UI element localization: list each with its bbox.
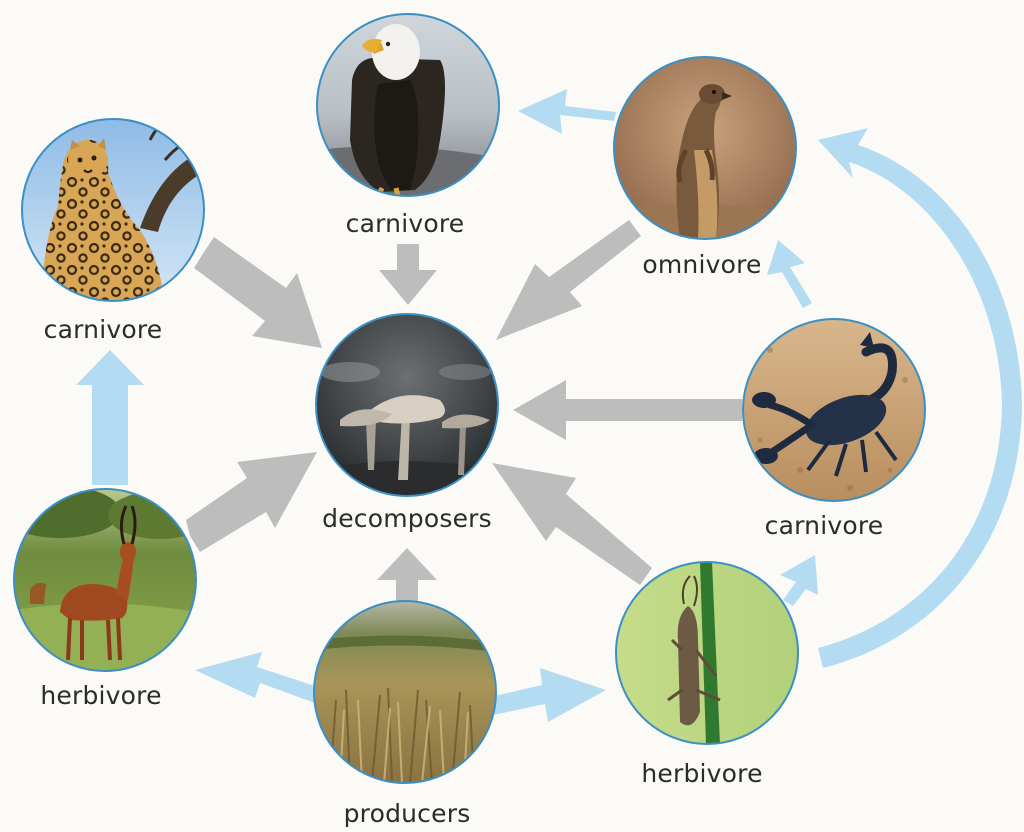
grass-node [314, 601, 496, 783]
arrow-grasshopper-to-scorpion [780, 555, 818, 606]
impala-label: herbivore [40, 681, 161, 710]
grasshopper-label: herbivore [641, 759, 762, 788]
impala-node [0, 486, 212, 671]
scorpion-node [743, 319, 925, 501]
arrow-grasshopper-to-decomposers [492, 463, 652, 585]
arrow-leopard-to-decomposers [194, 237, 322, 348]
arrow-impala-to-decomposers [186, 452, 317, 552]
leopard-label: carnivore [44, 315, 163, 344]
meerkat-node [614, 57, 796, 239]
decomposers-label: decomposers [322, 504, 492, 533]
arrow-grass-to-decomposers [377, 548, 437, 602]
eagle-label: carnivore [346, 209, 465, 238]
eagle-node [317, 14, 499, 196]
arrow-impala-to-leopard [76, 350, 144, 485]
arrow-meerkat-to-eagle [518, 89, 616, 134]
arrow-scorpion-to-decomposers [513, 380, 742, 440]
grasshopper-node [616, 562, 798, 744]
meerkat-label: omnivore [642, 250, 761, 279]
arrow-meerkat-to-decomposers [496, 220, 641, 340]
arrow-grass-to-impala [195, 652, 321, 703]
arrow-grass-to-grasshopper [490, 668, 606, 722]
mushrooms-node [316, 314, 498, 496]
producers-label: producers [344, 799, 471, 828]
leopard-node [22, 118, 204, 301]
arrow-scorpion-to-meerkat [767, 240, 812, 308]
scorpion-label: carnivore [765, 511, 884, 540]
arrow-eagle-to-decomposers [379, 244, 437, 305]
impala-picture [0, 486, 212, 671]
